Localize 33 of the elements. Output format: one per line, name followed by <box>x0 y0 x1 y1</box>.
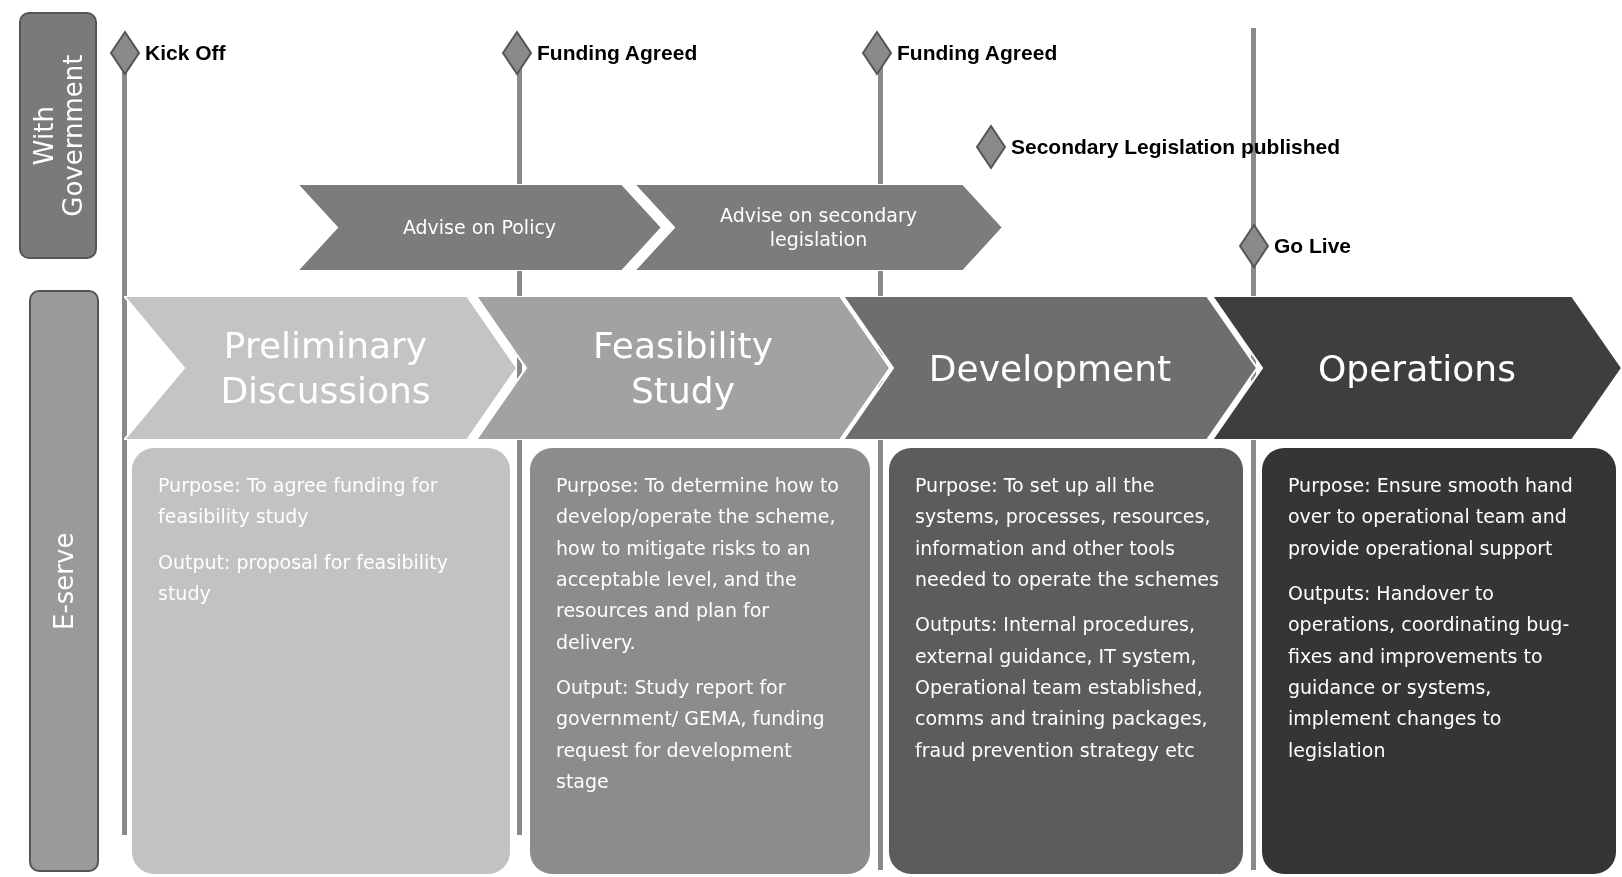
description-card <box>1262 448 1616 874</box>
lane-band <box>29 290 99 872</box>
description-card <box>889 448 1243 874</box>
lane-label: E-serve <box>49 531 79 632</box>
phase-chevron-banner <box>297 184 662 271</box>
phase-chevron-banner <box>124 296 517 440</box>
description-card <box>530 448 870 874</box>
description-text: Purpose: Ensure smooth hand over to operational team and provide operational support <box>1288 473 1574 561</box>
lane-label: With Government <box>29 53 87 219</box>
description-text: Outputs: Internal procedures, external guidance, IT system, Operational team established, comms and training packages, fraud prevention strategy etc <box>915 612 1209 763</box>
description-card <box>132 448 510 874</box>
description-text: Output: proposal for feasibility study <box>158 549 450 607</box>
phase-title: Development <box>927 346 1173 391</box>
phase-chevron-banner <box>476 296 890 440</box>
milestone-label: Funding Agreed <box>537 41 698 65</box>
phase-title: Operations <box>1317 346 1517 391</box>
milestone-label: Kick Off <box>145 41 226 65</box>
milestone-label: Secondary Legislation published <box>1011 135 1341 159</box>
phase-chevron-banner <box>1212 296 1622 440</box>
phase-chevron-banner <box>843 296 1257 440</box>
phase-title: Feasibility Study <box>592 324 774 413</box>
description-text: Purpose: To agree funding for feasibility study <box>158 473 439 530</box>
description-text: Output: Study report for government/ GEMA, funding request for development stage <box>556 675 826 795</box>
description-text: Outputs: Handover to operations, coordinating bug-fixes and improvements to guidance or systems, implement changes to legislation <box>1288 581 1571 763</box>
milestone-label: Go Live <box>1274 234 1352 258</box>
phase-title: Advise on secondary legislation <box>718 203 918 252</box>
phase-title: Advise on Policy <box>401 215 558 240</box>
phase-chevron-banner <box>634 184 1003 271</box>
description-text: Purpose: To determine how to develop/operate the scheme, how to mitigate risks to an acceptable level, and the resources and plan for delivery. <box>556 473 840 655</box>
milestone-label: Funding Agreed <box>897 41 1058 65</box>
description-text: Purpose: To set up all the systems, processes, resources, information and other tools needed to operate the schemes <box>915 473 1220 593</box>
phase-title: Preliminary Discussions <box>219 324 432 413</box>
lane-band <box>19 12 97 259</box>
